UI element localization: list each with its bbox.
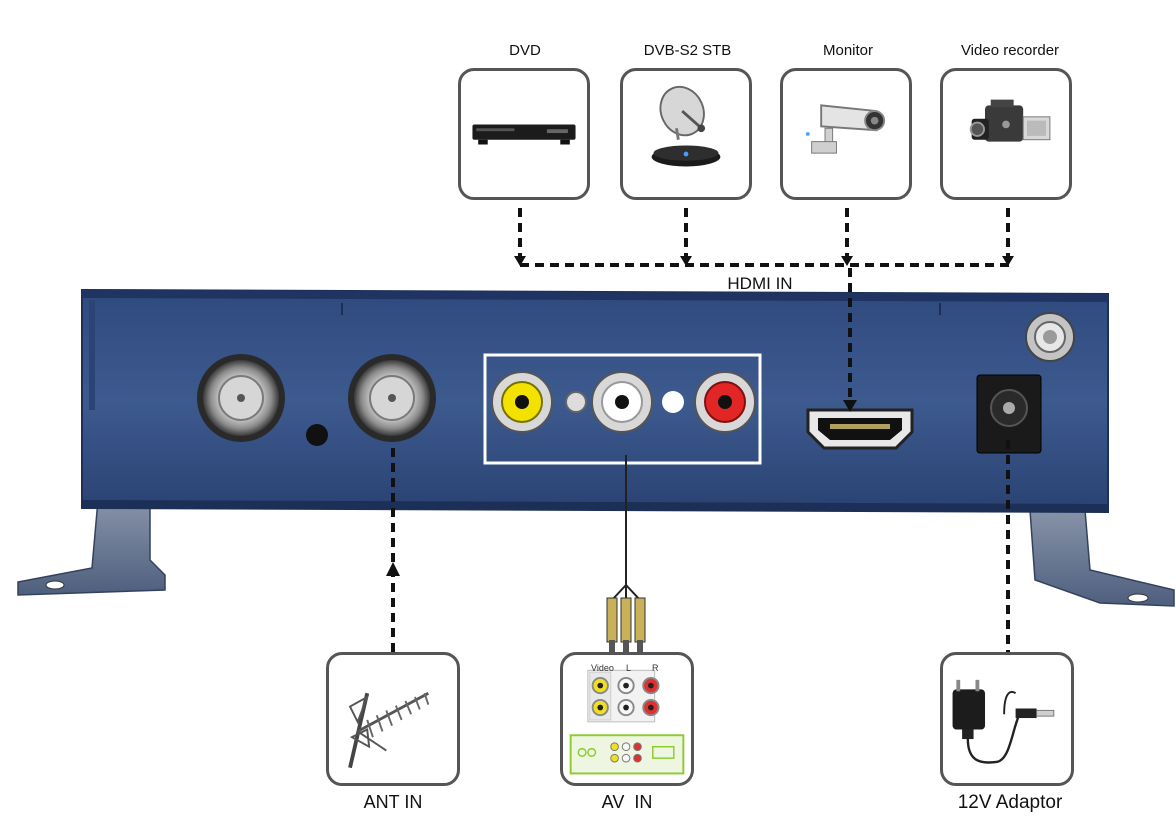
rca-audio-right-jack [694, 371, 756, 433]
dvd-device-box [458, 68, 590, 200]
power-adapter-device-box [940, 652, 1074, 786]
dc-power-jack [976, 374, 1042, 454]
camcorder-icon [969, 99, 1051, 142]
video-recorder-label: Video recorder [960, 42, 1060, 59]
av-panel-video-label: Video [591, 663, 614, 673]
ir-window [662, 391, 684, 413]
12v-adaptor-label: 12V Adaptor [957, 792, 1063, 813]
dvb-s2-stb-device-box [620, 68, 752, 200]
monitor-label: Monitor [822, 42, 874, 59]
rca-video-jack [491, 371, 553, 433]
dvd-label: DVD [509, 42, 541, 59]
right-mounting-bracket [1029, 509, 1175, 607]
ant-in-connector [348, 354, 436, 442]
rca-panel-icon [569, 669, 685, 775]
dvb-s2-stb-label: DVB-S2 STB [643, 42, 732, 59]
hdmi-in-label: HDMI IN [727, 274, 793, 293]
av-in-label: AV IN [601, 792, 653, 812]
rf-out-connector [197, 354, 285, 442]
left-mounting-bracket [17, 499, 166, 596]
av-panel-left-label: L [626, 663, 632, 673]
rca-audio-left-jack [591, 371, 653, 433]
video-recorder-device-box [940, 68, 1072, 200]
dvd-player-icon [472, 124, 576, 145]
security-camera-icon [805, 104, 886, 154]
antenna-device-box [326, 652, 460, 786]
satellite-receiver-icon [651, 85, 721, 167]
panel-screw [565, 391, 587, 413]
ant-dashed-connector [386, 448, 400, 652]
top-dashed-connectors [518, 208, 1010, 398]
av-port-frame [483, 353, 762, 465]
hdmi-port [806, 408, 914, 450]
monitor-device-box [780, 68, 912, 200]
av-source-device-box: Video L R [560, 652, 694, 786]
av-panel-right-label: R [652, 663, 659, 673]
ant-in-label: ANT IN [363, 792, 423, 812]
ground-screw [1025, 312, 1075, 362]
antenna-icon [348, 691, 430, 769]
av-cable [606, 455, 646, 652]
down-arrowheads [514, 256, 1014, 412]
power-adapter-icon [952, 679, 1055, 764]
indicator-hole [306, 424, 328, 446]
